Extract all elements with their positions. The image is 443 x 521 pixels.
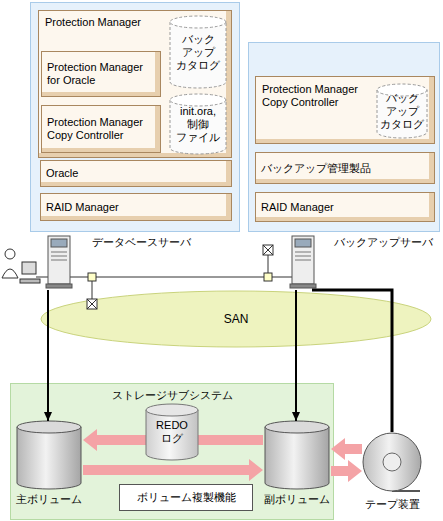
cylinder-top — [146, 404, 198, 416]
user-head — [5, 249, 15, 259]
hub-wire — [268, 255, 269, 273]
network-hub — [263, 245, 273, 281]
hub-box — [88, 273, 96, 281]
arrow-head — [292, 412, 300, 421]
terminator-box — [263, 245, 273, 255]
server-slot — [51, 260, 67, 261]
san-outline — [41, 291, 431, 347]
node-text: 主ボリューム — [15, 493, 83, 506]
server-label: データベースサーバ — [92, 236, 191, 249]
node-text: テープ装置 — [362, 498, 422, 511]
tape-reel — [363, 433, 421, 491]
server-icon — [46, 236, 72, 288]
node-text: ボリューム複製機能 — [137, 491, 236, 504]
tape-device: テープ装置 — [362, 432, 422, 516]
terminator-box — [87, 299, 97, 309]
software-box: Protection Manager Copy Controller バック アッ… — [255, 76, 435, 144]
node-text: SAN — [224, 313, 249, 326]
server-slot — [51, 252, 67, 253]
server-base — [290, 284, 316, 288]
connection-line — [44, 290, 52, 421]
node-text: 副ボリューム — [263, 493, 331, 506]
terminal-screen — [22, 262, 36, 274]
node-text: REDO ログ — [150, 419, 194, 445]
server-icon — [290, 236, 316, 288]
node-text: ストレージサブシステム — [11, 389, 333, 402]
terminal-keyboard — [20, 279, 40, 283]
hub-wire — [92, 281, 93, 299]
server-display — [295, 239, 311, 247]
arrow-head — [44, 412, 52, 421]
connection-path — [312, 290, 392, 432]
connection-line — [292, 290, 300, 421]
cylinder-body — [170, 100, 226, 154]
connection-line — [312, 290, 392, 432]
node-text: Protection Manager for Oracle — [47, 61, 151, 87]
node-text: RAID Manager — [261, 201, 334, 214]
hub-box — [264, 273, 272, 281]
server-display — [51, 239, 67, 247]
cylinder-top — [170, 16, 226, 28]
san-ellipse: SAN — [40, 290, 432, 348]
node-text: Protection Manager — [45, 16, 141, 29]
cylinder-top — [17, 421, 81, 433]
software-box: Protection Manager Copy Controller — [41, 105, 161, 153]
storage-subsystem: ストレージサブシステム主ボリューム REDO ログ副ボリューム ボリューム複製機能 — [10, 383, 334, 520]
cylinder-top — [170, 94, 226, 106]
cylinder-body — [170, 22, 226, 88]
node-text: init.ora, 制御 ファイル — [173, 105, 223, 144]
server-tower — [292, 236, 314, 284]
software-box: Oracle — [40, 160, 232, 187]
cylinder-top — [265, 421, 329, 433]
server-group: バックアップサーバ Protection Manager Copy Control… — [248, 42, 440, 290]
server-slot — [295, 260, 311, 261]
catalog-cylinder: バック アップ カタログ — [169, 15, 227, 89]
volume-cylinder: 主ボリューム — [15, 421, 83, 509]
user-body — [2, 269, 18, 278]
software-box: RAID Manager — [40, 193, 232, 221]
cylinder-body — [265, 427, 329, 489]
replication-arrow — [331, 438, 362, 460]
volume-cylinder: 副ボリューム — [263, 421, 331, 509]
node-text: RAID Manager — [46, 201, 119, 214]
log-cylinder: REDO ログ — [145, 403, 199, 461]
cylinder-body — [146, 410, 198, 460]
network-hub — [87, 273, 97, 309]
node-text: バックアップ管理製品 — [261, 162, 371, 175]
server-slot — [51, 256, 67, 257]
server-tower — [48, 236, 70, 284]
node-text: Protection Manager Copy Controller — [262, 83, 370, 109]
software-box: Protection ManagerProtection Manager for… — [38, 10, 232, 158]
replication-arrow — [83, 459, 263, 481]
software-box: Protection Manager for Oracle — [41, 51, 161, 97]
cylinder-body — [17, 427, 81, 489]
server-slot — [295, 252, 311, 253]
server-slot — [295, 256, 311, 257]
terminator-cross — [263, 245, 273, 255]
file-cylinder: init.ora, 制御 ファイル — [169, 93, 227, 155]
software-box: バックアップ管理製品 — [255, 152, 435, 184]
terminator-cross — [87, 299, 97, 309]
server-base — [46, 284, 72, 288]
catalog-cylinder: バック アップ カタログ — [376, 83, 428, 139]
function-box: ボリューム複製機能 — [119, 484, 253, 511]
node-text: Protection Manager Copy Controller — [47, 116, 151, 142]
software-box: RAID Manager — [255, 192, 435, 222]
connection-path — [47, 290, 49, 421]
node-text: バック アップ カタログ — [173, 33, 223, 72]
replication-arrow — [331, 460, 362, 482]
lan-cable — [36, 277, 300, 278]
cylinder-body — [377, 90, 427, 138]
node-text: Oracle — [46, 167, 78, 180]
node-text: バック アップ カタログ — [378, 92, 426, 131]
reel-hub — [383, 453, 401, 471]
replication-arrow — [83, 429, 263, 451]
server-label: バックアップサーバ — [334, 236, 433, 249]
connection-path — [295, 290, 297, 421]
user-icon — [2, 249, 40, 283]
